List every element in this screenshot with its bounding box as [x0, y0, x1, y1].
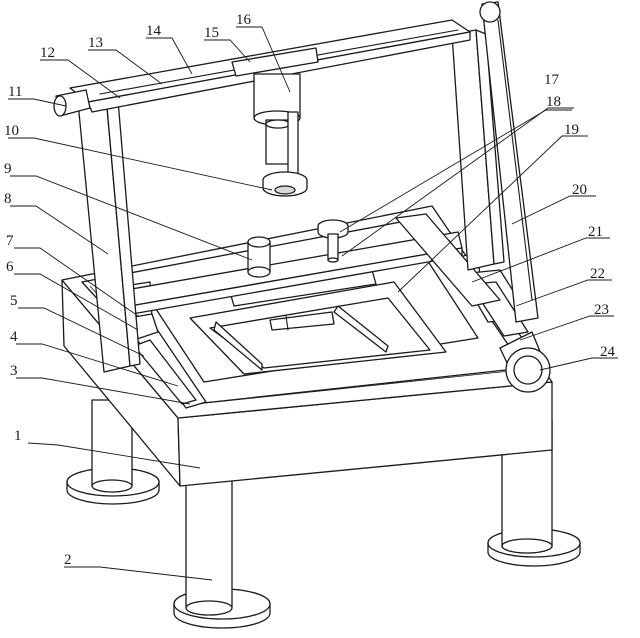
callout-23: 23 — [594, 302, 609, 318]
leader-lines — [8, 26, 618, 581]
callout-11: 11 — [8, 84, 22, 100]
adjust-knob — [317, 219, 349, 263]
spindle — [253, 73, 308, 197]
callout-22: 22 — [590, 266, 605, 282]
axle-end — [53, 89, 91, 117]
callout-21: 21 — [588, 224, 603, 240]
top-gantry — [53, 19, 471, 117]
sliding-platform — [149, 245, 479, 383]
callout-13: 13 — [88, 35, 103, 51]
clamp-cylinder — [247, 236, 271, 278]
callout-1: 1 — [14, 428, 22, 444]
callout-15: 15 — [204, 25, 219, 41]
callout-12: 12 — [40, 45, 55, 61]
leg-front-left — [173, 477, 271, 629]
drive-motor — [499, 331, 551, 393]
callout-8: 8 — [4, 191, 12, 207]
callout-4: 4 — [10, 329, 18, 345]
callout-24: 24 — [600, 344, 616, 360]
callout-6: 6 — [6, 259, 14, 275]
callout-3: 3 — [10, 363, 18, 379]
callout-14: 14 — [146, 23, 162, 39]
callout-labels: 1 2 3 4 5 6 7 8 9 10 11 12 13 14 15 16 1… — [4, 12, 616, 568]
callout-17: 17 — [544, 72, 560, 88]
callout-18: 18 — [546, 94, 561, 110]
callout-7: 7 — [6, 233, 14, 249]
callout-2: 2 — [64, 552, 72, 568]
callout-9: 9 — [4, 161, 12, 177]
callout-5: 5 — [10, 293, 18, 309]
callout-20: 20 — [572, 182, 587, 198]
callout-16: 16 — [236, 12, 252, 28]
callout-19: 19 — [564, 122, 579, 138]
callout-10: 10 — [4, 123, 19, 139]
